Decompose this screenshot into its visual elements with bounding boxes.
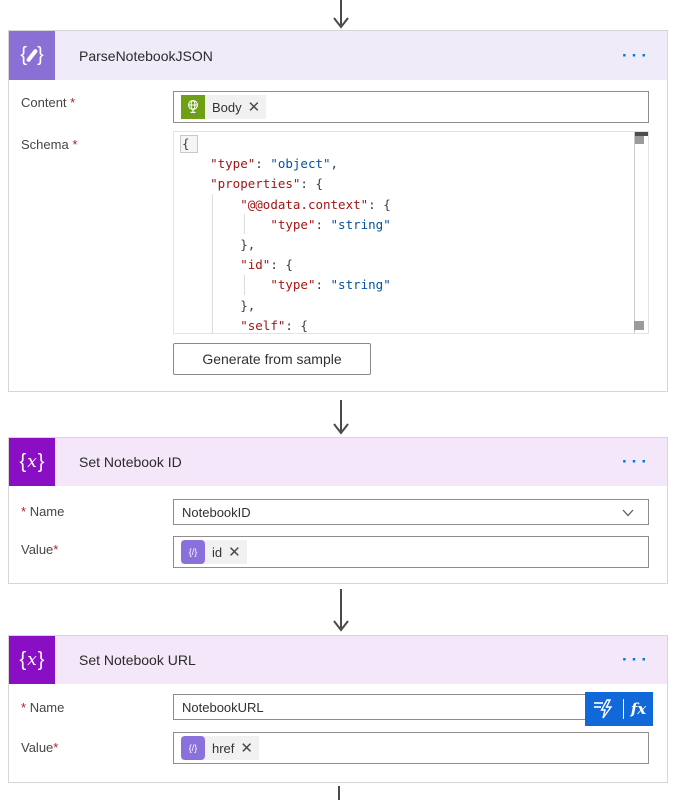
- globe-icon: [181, 95, 205, 119]
- token-label: Body: [212, 99, 242, 115]
- indent-guide: [244, 214, 245, 234]
- generate-from-sample-button[interactable]: Generate from sample: [173, 343, 371, 375]
- chevron-down-icon[interactable]: [622, 509, 634, 517]
- href-token[interactable]: {/} href ✕: [181, 736, 259, 760]
- token-label: id: [212, 544, 223, 560]
- variable-x-glyph: x: [27, 452, 37, 472]
- card-title: Set Notebook ID: [79, 454, 182, 470]
- remove-token-icon[interactable]: ✕: [247, 99, 261, 116]
- value-label: Value*: [21, 740, 59, 755]
- value-input[interactable]: {/} id ✕: [173, 536, 649, 568]
- value-input[interactable]: {/} href ✕: [173, 732, 649, 764]
- dynamic-content-icon[interactable]: [592, 699, 616, 719]
- parse-json-icon: {}: [9, 31, 55, 80]
- schema-code-editor[interactable]: { "type": "object", "properties": { "@@o…: [173, 131, 649, 334]
- connector-arrow: [333, 400, 349, 435]
- card-header[interactable]: {} ParseNotebookJSON ···: [9, 31, 667, 80]
- connector-arrow: [333, 0, 349, 29]
- card-header[interactable]: {x} Set Notebook ID ···: [9, 438, 667, 486]
- body-token[interactable]: Body ✕: [181, 95, 267, 119]
- brace-close: }: [37, 450, 45, 473]
- action-card-set-notebook-url: {x} Set Notebook URL ··· * Name Notebook…: [8, 635, 668, 783]
- more-options-icon[interactable]: ···: [622, 650, 651, 669]
- expression-token-icon: {/}: [181, 736, 205, 760]
- more-options-icon[interactable]: ···: [622, 45, 651, 65]
- set-variable-icon: {x}: [9, 636, 55, 684]
- brace-open: {: [20, 44, 27, 66]
- expression-fx-icon[interactable]: fx: [630, 700, 647, 718]
- content-label: Content *: [21, 95, 76, 110]
- brace-open: {: [19, 450, 27, 473]
- name-input[interactable]: NotebookURL: [173, 694, 649, 720]
- dynamic-content-flyout: fx: [585, 692, 653, 726]
- connector-arrow: [338, 786, 340, 800]
- scrollbar-top-bar: [635, 132, 648, 136]
- content-input[interactable]: Body ✕: [173, 91, 649, 123]
- card-header[interactable]: {x} Set Notebook URL ···: [9, 636, 667, 684]
- id-token[interactable]: {/} id ✕: [181, 540, 247, 564]
- indent-guide: [212, 194, 213, 333]
- card-title: Set Notebook URL: [79, 652, 196, 668]
- brace-close: }: [37, 648, 45, 671]
- action-card-set-notebook-id: {x} Set Notebook ID ··· * Name NotebookI…: [8, 437, 668, 584]
- scrollbar-track: [634, 132, 635, 333]
- brace-open: {: [19, 648, 27, 671]
- scrollbar-bottom-button[interactable]: [634, 321, 644, 330]
- card-title: ParseNotebookJSON: [79, 47, 213, 64]
- name-label: * Name: [21, 504, 65, 519]
- variable-x-glyph: x: [27, 650, 37, 670]
- flyout-divider: [622, 699, 624, 719]
- set-variable-icon: {x}: [9, 438, 55, 486]
- action-card-parse-notebook-json: {} ParseNotebookJSON ··· Content *: [8, 30, 668, 392]
- schema-label: Schema *: [21, 137, 78, 152]
- name-value: NotebookID: [182, 505, 251, 520]
- expression-token-icon: {/}: [181, 540, 205, 564]
- indent-guide: [244, 275, 245, 295]
- name-dropdown[interactable]: NotebookID: [173, 499, 649, 525]
- remove-token-icon[interactable]: ✕: [228, 544, 241, 561]
- connector-arrow: [333, 589, 349, 632]
- name-label: * Name: [21, 700, 65, 715]
- name-value: NotebookURL: [182, 700, 264, 715]
- token-label: href: [212, 740, 235, 756]
- value-label: Value*: [21, 542, 59, 557]
- more-options-icon[interactable]: ···: [622, 452, 651, 471]
- schema-code: { "type": "object", "properties": { "@@o…: [180, 135, 391, 333]
- scrollbar-thumb[interactable]: [635, 136, 644, 144]
- brace-close: }: [37, 44, 44, 66]
- remove-token-icon[interactable]: ✕: [240, 740, 253, 757]
